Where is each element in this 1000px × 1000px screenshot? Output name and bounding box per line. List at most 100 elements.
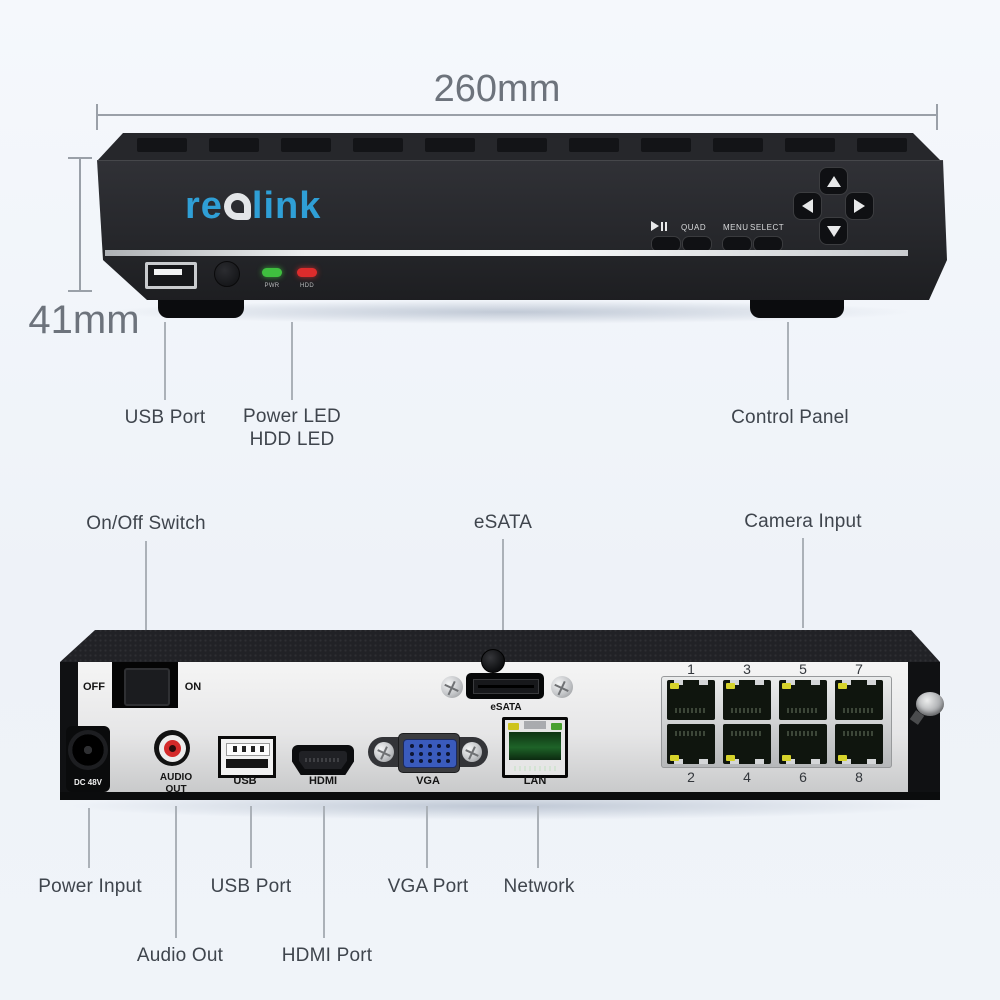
power-led-label: Power LED [243,406,341,427]
vent-slot [641,138,691,152]
camera-port-1 [667,680,715,720]
lan-led-yellow [508,723,519,730]
front-silver-stripe [105,250,908,256]
vent-slot [785,138,835,152]
control-panel-label: Control Panel [731,407,849,428]
front-top-surface [97,133,941,161]
lan-cavity [509,732,561,760]
vga-screw-left [374,742,394,762]
camera-port-2 [667,724,715,764]
audio-label-1: AUDIO [159,772,193,783]
power-switch-frame [112,662,178,708]
vent-slot [857,138,907,152]
vent-slot [209,138,259,152]
vent-slot [353,138,403,152]
side-thumbscrew [916,692,944,716]
on-off-switch-leader [145,541,147,637]
esata-top-label: eSATA [473,512,533,533]
select-label: SELECT [750,223,785,232]
dpad-down-button [819,217,848,245]
lan-caption: LAN [523,775,547,787]
power-input-label: Power Input [38,876,142,897]
height-dimension-line [79,158,81,292]
port-number-3: 3 [743,661,751,677]
hdmi-port [292,745,354,775]
port-number-7: 7 [855,661,863,677]
esata-caption: eSATA [490,702,522,713]
camera-port-5 [779,680,827,720]
usb-pin [242,746,246,752]
power-led-leader [291,322,293,400]
vent-slot [569,138,619,152]
hdmi-pins [305,758,341,762]
back-bottom-edge [60,792,940,800]
logo-text-re: re [185,185,223,227]
height-dimension-tick-top [68,157,92,159]
quad-label: QUAD [681,223,707,232]
port-number-4: 4 [743,769,751,785]
port-number-5: 5 [799,661,807,677]
top-screw [481,649,505,673]
power-switch-button [124,668,170,706]
dc-power-input: DC 48V [66,726,110,792]
port-number-1: 1 [687,661,695,677]
camera-port-3 [723,680,771,720]
vga-port-label: VGA Port [387,876,469,897]
hdmi-cavity [299,751,347,769]
vga-caption: VGA [416,775,440,787]
audio-label-2: OUT [165,784,187,795]
hdd-led-label: HDD LED [249,429,335,450]
camera-input-label: Camera Input [744,511,862,532]
port-number-8: 8 [855,769,863,785]
esata-screw-right [551,676,573,698]
off-label: OFF [83,681,105,693]
vent-slot [281,138,331,152]
dc-barrel-jack [68,730,108,770]
lan-led-green [551,723,562,730]
logo-text-link: link [251,185,322,227]
usb-tongue [226,743,270,756]
play-pause-icon [651,221,667,231]
vent-slot [137,138,187,152]
camera-port-6 [779,724,827,764]
esata-leader [502,539,504,631]
usb-tongue [154,269,182,275]
camera-input-leader [802,538,804,628]
usb-port-leader-back [250,806,252,868]
camera-port-8 [835,724,883,764]
logo-pin-icon [223,193,251,220]
down-triangle-icon [826,225,841,237]
esata-tongue [478,685,534,688]
width-dimension-tick-right [936,104,938,130]
dpad-left-button [793,192,822,220]
vga-dsub [403,739,457,768]
height-dimension-tick-bottom [68,290,92,292]
usb-port-front-label: USB Port [124,407,206,428]
on-label: ON [184,681,202,693]
menu-label: MENU [723,223,749,232]
dpad-right-button [845,192,874,220]
network-label: Network [503,876,575,897]
rca-center-hole [168,744,176,752]
hdd-led [297,268,317,277]
power-led [262,268,282,277]
height-dimension-label: 41mm [28,298,140,342]
audio-out-rca [154,730,190,766]
esata-slot [473,679,539,694]
camera-port-7 [835,680,883,720]
back-usb-port [218,736,276,778]
on-off-switch-label: On/Off Switch [86,513,206,534]
hdmi-port-label: HDMI Port [281,945,373,966]
vent-slot [497,138,547,152]
up-triangle-icon [826,175,841,187]
width-dimension-label: 260mm [433,68,561,110]
hdmi-caption: HDMI [308,775,338,787]
vga-port [398,733,460,773]
control-panel-leader [787,322,789,400]
usb-cavity [226,759,268,768]
hdmi-port-leader [323,806,325,938]
vga-port-leader [426,806,428,868]
